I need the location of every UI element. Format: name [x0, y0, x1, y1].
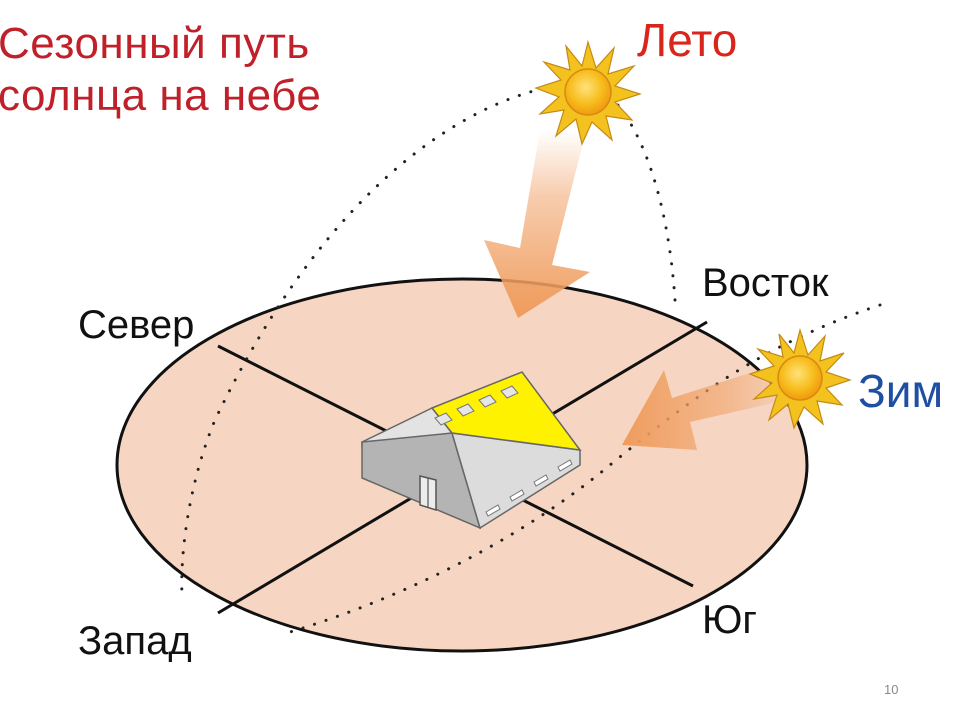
winter-label: Зим — [858, 365, 944, 417]
summer-sun-path — [180, 79, 677, 597]
winter-sunlight-arrow — [622, 360, 795, 450]
summer-label: Лето — [637, 14, 738, 66]
page-number: 10 — [884, 682, 899, 697]
title-line-1: Сезонный путь — [0, 19, 310, 68]
title-line-2: солнца на небе — [0, 71, 322, 120]
barn-icon — [361, 371, 582, 530]
sun-icon — [748, 327, 852, 430]
direction-south-label: Юг — [702, 598, 757, 642]
direction-east-label: Восток — [702, 261, 829, 305]
direction-north-label: Север — [78, 303, 195, 347]
sun-icon — [534, 39, 642, 146]
summer-sunlight-arrow — [484, 130, 590, 318]
direction-west-label: Запад — [78, 619, 192, 663]
page-title: Сезонный путь солнца на небе — [0, 18, 321, 122]
